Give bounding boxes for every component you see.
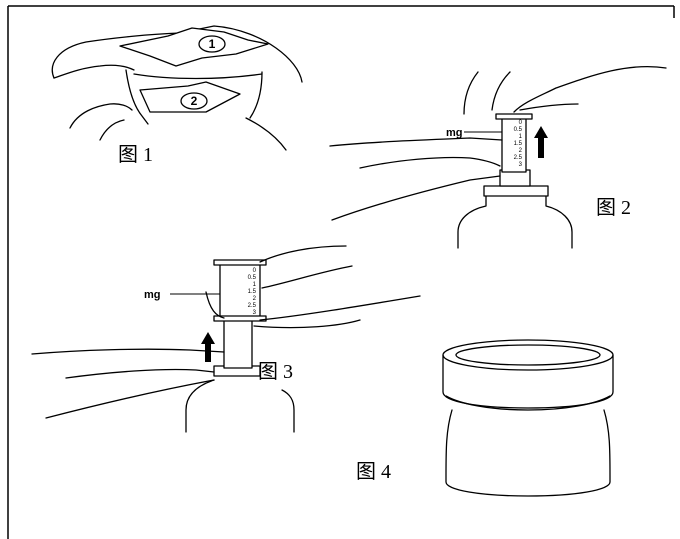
fig2-bottle-neck <box>483 185 549 197</box>
fig2-bottle-right <box>545 193 573 249</box>
svg-text:1: 1 <box>253 282 257 288</box>
fig2-bottle-left <box>457 193 487 249</box>
fig3-syringe-top <box>213 259 267 266</box>
fig1-step-2-number: 2 <box>191 94 198 108</box>
svg-text:0: 0 <box>253 268 257 274</box>
fig1-cap-left <box>125 69 149 125</box>
fig1-step-1-number: 1 <box>209 37 216 51</box>
figure-4-label: 图 4 <box>356 461 391 483</box>
figure-2-insert-syringe: 0 0.5 1 1.5 2 2.5 3 mg 图 2 <box>329 65 667 249</box>
svg-text:2: 2 <box>519 148 523 154</box>
fig2-syringe-flange <box>495 113 533 120</box>
figure-1-label: 图 1 <box>118 144 153 166</box>
fig1-cap-rim <box>133 73 263 80</box>
svg-text:2.5: 2.5 <box>514 155 523 161</box>
fig3-lower-hand-top <box>31 348 225 355</box>
fig3-lower-hand-bottom <box>45 379 215 419</box>
fig3-upper-hand-bottom <box>205 291 421 321</box>
fig4-cap-inner <box>455 344 601 366</box>
svg-text:2: 2 <box>253 296 257 302</box>
svg-text:0.5: 0.5 <box>248 275 257 281</box>
figure-3-withdraw-dose: 0 0.5 1 1.5 2 2.5 3 mg 图 3 <box>31 245 421 433</box>
svg-text:1.5: 1.5 <box>514 141 523 147</box>
svg-text:3: 3 <box>253 310 257 316</box>
svg-text:0.5: 0.5 <box>514 127 523 133</box>
fig4-bottle-body <box>445 409 611 497</box>
fig3-lower-finger <box>65 368 215 379</box>
fig3-bottle-left <box>185 379 215 433</box>
fig1-step-2-circle <box>180 92 208 110</box>
fig2-unit-label: mg <box>446 127 463 139</box>
fig1-cap-right <box>249 71 263 119</box>
figure-3-label: 图 3 <box>258 361 293 383</box>
fig2-upper-thumb <box>519 103 579 111</box>
svg-text:1: 1 <box>519 134 523 140</box>
svg-text:0: 0 <box>519 120 523 126</box>
fig3-upper-hand-mid <box>261 265 353 289</box>
fig2-lower-hand-top <box>329 137 503 147</box>
fig1-thumb <box>53 64 135 79</box>
fig3-upper-thumb <box>253 319 361 329</box>
fig1-step-1-circle <box>198 35 226 53</box>
fig2-scale: 0 0.5 1 1.5 2 2.5 3 <box>514 120 523 168</box>
fig1-flap-1 <box>119 27 269 67</box>
figure-2-label: 图 2 <box>596 197 631 219</box>
fig3-syringe-flange <box>213 315 267 322</box>
figure-4-closed-bottle: 图 4 <box>356 339 614 497</box>
fig3-scale: 0 0.5 1 1.5 2 2.5 3 <box>248 268 257 316</box>
fig4-cap-body <box>442 354 614 409</box>
fig1-lower-finger <box>99 119 125 141</box>
fig3-unit-label: mg <box>144 289 161 301</box>
fig3-up-arrow <box>201 332 215 362</box>
fig2-upper-hand <box>463 65 667 115</box>
fig3-upper-hand-top <box>259 245 347 263</box>
svg-text:3: 3 <box>519 162 523 168</box>
svg-text:2.5: 2.5 <box>248 303 257 309</box>
fig1-lower-hand-right <box>245 117 287 151</box>
figure-1-open-cap: 1 2 图 1 <box>51 25 303 166</box>
fig3-plunger-rod <box>223 317 253 369</box>
svg-text:1.5: 1.5 <box>248 289 257 295</box>
fig2-lower-hand-bottom <box>331 175 501 221</box>
fig1-lower-hand-left <box>69 103 133 129</box>
fig2-lower-finger <box>359 156 501 169</box>
fig3-bottle-right <box>281 389 295 433</box>
fig2-up-arrow <box>534 126 548 158</box>
fig4-shoulder <box>445 395 611 411</box>
fig2-syringe-barrel <box>501 115 527 173</box>
